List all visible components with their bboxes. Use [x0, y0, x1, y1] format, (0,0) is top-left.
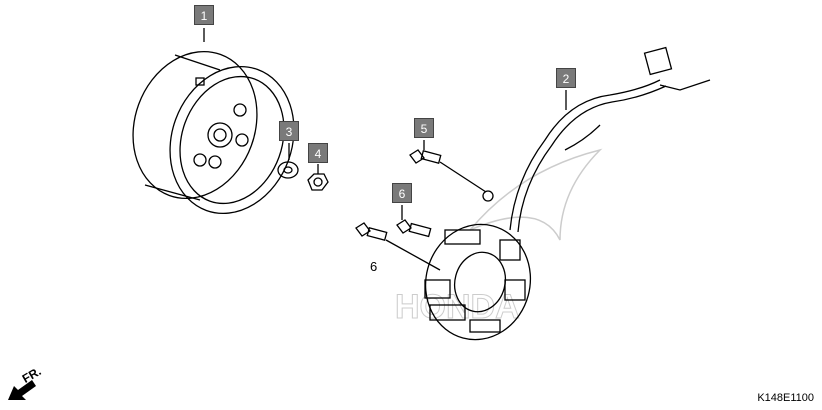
flywheel-drawing [132, 28, 295, 215]
honda-watermark: HONDA [395, 148, 603, 327]
plain-label-6: 6 [370, 259, 378, 274]
callout-3[interactable]: 3 [279, 121, 299, 141]
stator-drawing [424, 46, 711, 341]
callout-1[interactable]: 1 [194, 5, 214, 25]
diagram-code: K148E1100 [757, 392, 814, 404]
callout-2[interactable]: 2 [556, 68, 576, 88]
bolt-5-drawing [409, 140, 494, 202]
callout-6[interactable]: 6 [392, 183, 412, 203]
bolt-6-drawing [396, 205, 432, 238]
callout-5[interactable]: 5 [414, 118, 434, 138]
callout-4[interactable]: 4 [308, 143, 328, 163]
front-arrow-icon [8, 380, 36, 400]
washer-drawing [277, 143, 299, 179]
nut-drawing [307, 164, 329, 191]
bolt-6b-drawing [355, 222, 441, 271]
